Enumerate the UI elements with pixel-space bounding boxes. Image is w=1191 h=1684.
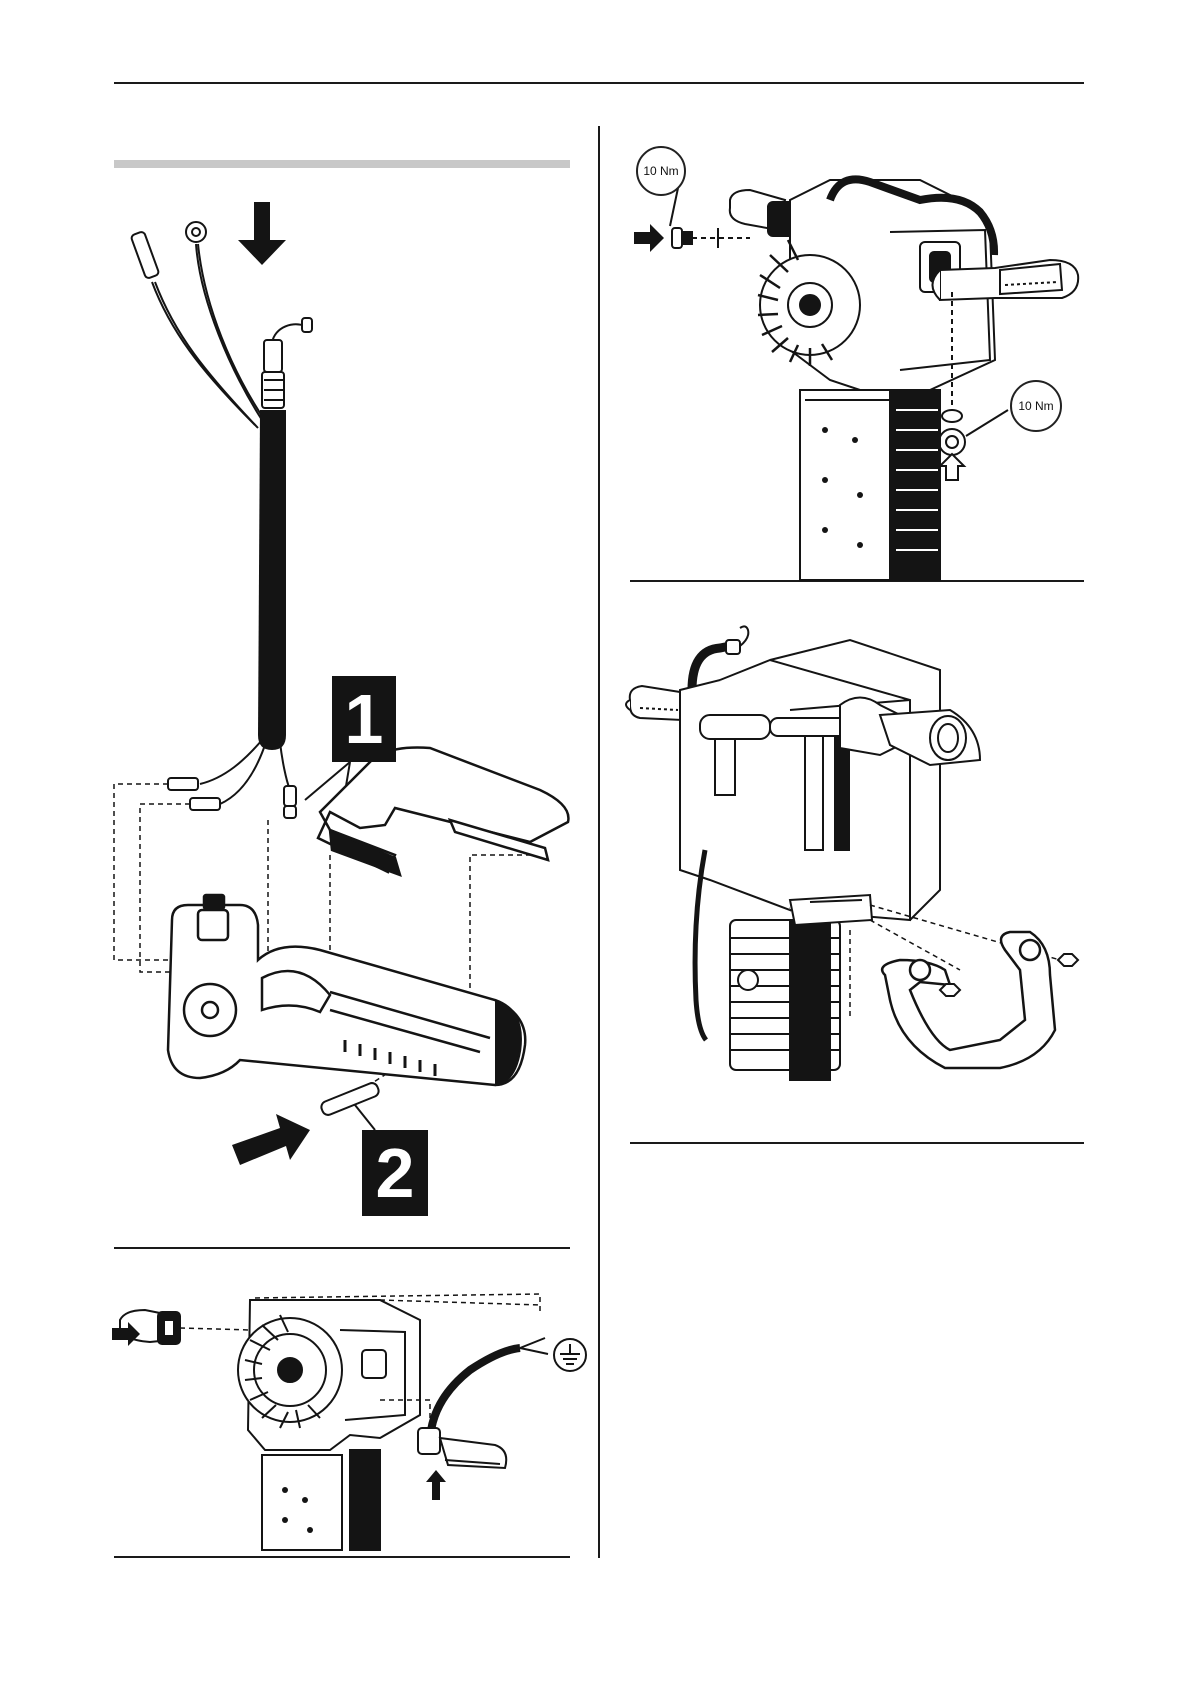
figure-cable-handle-assembly	[0, 0, 600, 1250]
cable-ends-bottom	[168, 740, 296, 818]
fig4-bottom-rule	[630, 1142, 1084, 1144]
left-grip	[626, 686, 682, 720]
cable-fitting	[262, 340, 284, 408]
figure-loop-handle-assembly	[600, 620, 1100, 1080]
callout-number-1: 1	[332, 676, 396, 762]
cable-sheath	[258, 410, 286, 750]
nut-icons	[940, 954, 1078, 996]
insert-direction-arrow-icon	[238, 202, 286, 265]
left-grip	[730, 190, 798, 236]
right-handle-with-cable	[418, 1338, 548, 1468]
figure-handle-mount-ground	[0, 1250, 600, 1550]
callout-number-2: 2	[362, 1130, 428, 1216]
torque-badge-bottom: 10 Nm	[1010, 380, 1062, 432]
lower-housing	[800, 390, 940, 580]
mount-bracket	[790, 895, 872, 925]
ground-symbol-icon	[554, 1339, 586, 1371]
bolt-insert-arrow-icon	[634, 224, 664, 252]
engine-frame	[680, 640, 940, 920]
pin-insert-arrow-icon	[232, 1114, 310, 1165]
fig2-bottom-rule	[114, 1556, 570, 1558]
engine-body	[238, 1300, 420, 1550]
cylinder-fins	[730, 920, 840, 1080]
handle-housing	[168, 895, 525, 1085]
throttle-lever	[318, 748, 568, 876]
bottom-up-arrow-icon	[426, 1470, 446, 1500]
cable-end-fitting	[726, 626, 748, 654]
roll-pin	[320, 1081, 381, 1130]
torque-badge-top: 10 Nm	[636, 146, 686, 196]
loop-handle	[882, 932, 1055, 1068]
left-bolt	[672, 228, 750, 248]
